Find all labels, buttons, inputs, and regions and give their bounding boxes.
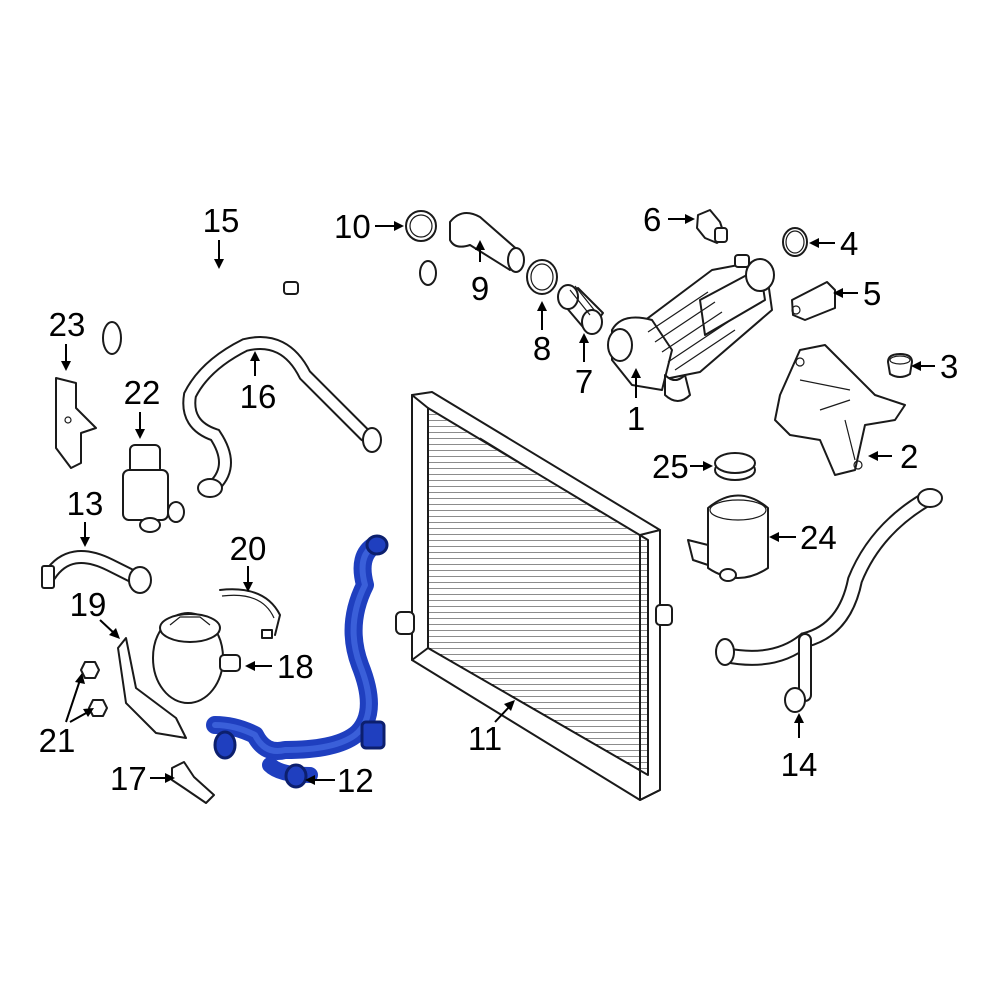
callout-label-25: 25 [652,448,689,485]
part-5-sensor[interactable] [791,281,836,321]
callout-label-12: 12 [337,762,374,799]
callout-20: 20 [230,530,267,592]
part-14-coolant-hose[interactable] [715,488,943,713]
callout-1: 1 [627,368,645,437]
part-24-expansion-tank[interactable] [687,494,769,582]
part-23-bracket[interactable] [55,377,97,469]
callout-13: 13 [67,485,104,547]
part-18-water-pump[interactable] [152,612,241,704]
part-16-coolant-hose[interactable] [182,336,382,498]
callout-11: 11 [468,700,515,757]
callout-label-9: 9 [471,270,489,307]
callout-label-17: 17 [110,760,147,797]
callout-22: 22 [124,374,161,439]
callout-label-11: 11 [468,720,502,757]
part-22-valve[interactable] [122,444,185,533]
callout-14: 14 [781,713,818,783]
part-4-o-ring[interactable] [782,227,808,257]
callout-label-20: 20 [230,530,267,567]
callout-label-18: 18 [277,648,314,685]
callout-label-2: 2 [900,438,918,475]
callout-21: 21 [39,673,94,759]
callout-label-22: 22 [124,374,161,411]
callout-16: 16 [240,351,277,415]
part-10-seal[interactable] [405,210,437,242]
callout-label-4: 4 [840,225,858,262]
callout-23: 23 [49,306,86,371]
callout-3: 3 [911,348,958,385]
callout-19: 19 [70,586,120,639]
callout-9: 9 [471,240,489,307]
callout-12: 12 [305,762,374,799]
part-13-coolant-hose[interactable] [41,550,152,594]
callout-label-7: 7 [575,363,593,400]
callout-2: 2 [868,438,918,475]
callout-10: 10 [334,208,404,245]
part-11-radiator[interactable] [395,391,673,801]
callout-24: 24 [769,519,837,556]
part-8-clamp[interactable] [526,259,558,295]
callout-label-10: 10 [334,208,371,245]
callout-label-16: 16 [240,378,277,415]
callout-6: 6 [643,201,695,238]
part-21-bolts[interactable] [80,661,108,717]
part-7-intake-boot[interactable] [557,284,604,335]
callout-label-5: 5 [863,275,881,312]
part-15-coolant-hose[interactable] [102,260,437,355]
callout-18: 18 [245,648,314,685]
callout-label-23: 23 [49,306,86,343]
callout-label-24: 24 [800,519,837,556]
part-3-grommet[interactable] [887,353,913,378]
callout-4: 4 [809,225,858,262]
callout-label-21: 21 [39,722,76,759]
part-25-cap[interactable] [714,452,756,481]
part-2-bracket[interactable] [774,344,906,476]
callout-8: 8 [533,301,551,367]
part-20-strap[interactable] [219,588,281,639]
part-19-bracket[interactable] [117,637,187,739]
part-17-sensor[interactable] [171,761,215,804]
callout-15: 15 [203,202,240,269]
callout-label-19: 19 [70,586,107,623]
part-9-intake-pipe[interactable] [449,212,525,273]
callout-17: 17 [110,760,175,797]
callout-label-6: 6 [643,201,661,238]
callout-label-8: 8 [533,330,551,367]
part-12-coolant-hose-highlighted[interactable] [206,534,389,789]
callout-5: 5 [833,275,881,312]
callout-7: 7 [575,333,593,400]
callout-label-13: 13 [67,485,104,522]
callout-label-15: 15 [203,202,240,239]
part-6-temperature-sensor[interactable] [696,209,728,244]
callout-label-1: 1 [627,400,645,437]
callout-25: 25 [652,448,713,485]
part-1-charge-air-cooler[interactable] [607,254,775,402]
callout-label-3: 3 [940,348,958,385]
callout-label-14: 14 [781,746,818,783]
